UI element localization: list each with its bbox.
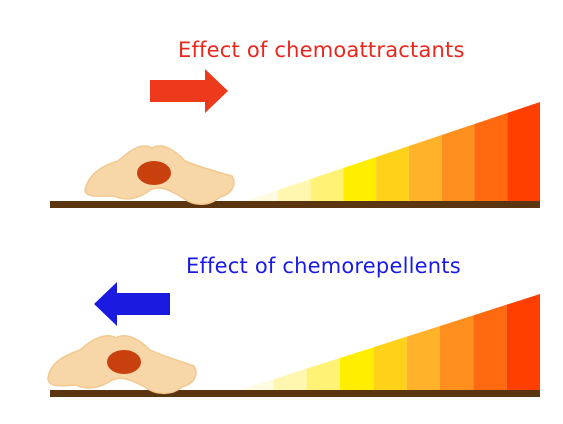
gradient-step — [343, 157, 377, 201]
right-arrow-icon — [150, 69, 228, 113]
gradient-step — [373, 336, 407, 390]
repellent-panel — [47, 282, 540, 397]
gradient-step — [245, 190, 278, 201]
repellent-surface — [50, 390, 540, 397]
gradient-step — [340, 347, 374, 390]
gradient-step — [507, 102, 540, 201]
gradient-step — [441, 124, 475, 201]
gradient-step — [506, 294, 540, 390]
attractant-gradient-wedge — [245, 102, 540, 201]
gradient-step — [408, 135, 442, 201]
cell — [47, 335, 197, 395]
gradient-step — [310, 168, 344, 201]
gradient-step — [473, 304, 507, 390]
gradient-step — [273, 368, 307, 390]
gradient-step — [474, 113, 508, 201]
chemoattractant-title: Effect of chemoattractants — [178, 38, 465, 62]
cell — [84, 145, 235, 205]
gradient-step — [306, 358, 340, 390]
gradient-step — [376, 146, 409, 201]
left-arrow-icon — [94, 282, 170, 326]
attractant-panel — [50, 69, 540, 208]
gradient-step — [440, 315, 474, 390]
gradient-step — [240, 379, 274, 390]
gradient-step — [277, 179, 311, 201]
chemorepellent-title: Effect of chemorepellents — [186, 254, 461, 278]
cell-nucleus — [137, 161, 171, 185]
attractant-surface — [50, 201, 540, 208]
repellent-gradient-wedge — [240, 294, 540, 390]
cell-nucleus — [107, 350, 141, 374]
gradient-step — [406, 326, 440, 390]
